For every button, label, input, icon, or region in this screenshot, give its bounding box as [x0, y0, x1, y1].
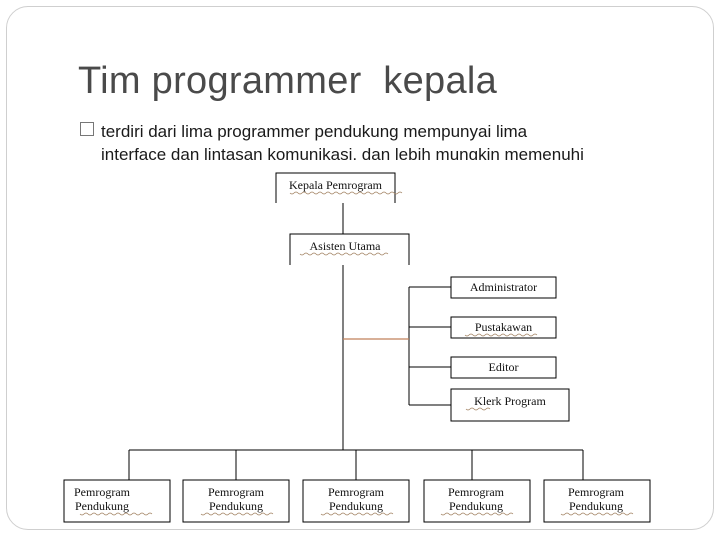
box-asisten-utama-label: Asisten Utama: [310, 239, 382, 253]
bullet-text-line-1: terdiri dari lima programmer pendukung m…: [101, 122, 528, 141]
box-supporter-label-line2: Pendukung: [569, 499, 623, 513]
spellcheck-underline: [465, 407, 491, 411]
spellcheck-underline: [79, 512, 153, 516]
bullet-text: terdiri dari lima programmer pendukung m…: [101, 120, 701, 143]
spellcheck-underline: [299, 252, 389, 256]
box-klerk-program-frame: [450, 388, 570, 422]
box-pustakawan-label: Pustakawan: [475, 320, 532, 334]
box-kepala-pemrogram: Kepala Pemrogram: [275, 172, 403, 203]
spellcheck-underline: [440, 512, 514, 516]
box-supporter-label-line2: Pendukung: [209, 499, 263, 513]
box-kepala-pemrogram-frame: [275, 172, 396, 203]
box-editor-label: Editor: [489, 360, 519, 374]
box-pustakawan: Pustakawan: [450, 316, 557, 339]
spellcheck-underline: [320, 512, 394, 516]
box-editor: Editor: [450, 356, 557, 379]
box-supporter-frame: [543, 479, 651, 523]
spellcheck-underline: [289, 191, 403, 195]
box-supporter-label-line1: Pemrogram: [74, 485, 131, 499]
box-supporter-frame: [423, 479, 531, 523]
box-administrator-label: Administrator: [470, 280, 537, 294]
box-pemrogram-pendukung-4: Pemrogram Pendukung: [423, 479, 531, 523]
box-supporter-label-line2: Pendukung: [75, 499, 129, 513]
box-pemrogram-pendukung-5: Pemrogram Pendukung: [543, 479, 651, 523]
box-asisten-utama-frame: [289, 233, 410, 265]
box-supporter-label-line1: Pemrogram: [208, 485, 265, 499]
box-editor-frame: [450, 356, 557, 379]
org-chart-connectors: [128, 203, 584, 480]
box-administrator-frame: [450, 276, 557, 299]
box-pemrogram-pendukung-1: Pemrogram Pendukung: [63, 479, 171, 523]
spellcheck-underline: [200, 512, 274, 516]
box-supporter-label-line2: Pendukung: [449, 499, 503, 513]
box-klerk-program: Klerk Program: [450, 388, 570, 422]
box-supporter-label-line1: Pemrogram: [568, 485, 625, 499]
box-supporter-label-line2: Pendukung: [329, 499, 383, 513]
slide: [6, 6, 714, 530]
box-pustakawan-frame: [450, 316, 557, 339]
box-supporter-label-line1: Pemrogram: [448, 485, 505, 499]
box-pemrogram-pendukung-2: Pemrogram Pendukung: [182, 479, 290, 523]
box-supporter-label-line1: Pemrogram: [328, 485, 385, 499]
box-klerk-program-label: Klerk Program: [474, 394, 546, 408]
spellcheck-underline: [464, 333, 538, 337]
slide-title: Tim programmer kepala: [78, 60, 498, 102]
box-pemrogram-pendukung-3: Pemrogram Pendukung: [302, 479, 410, 523]
box-asisten-utama: Asisten Utama: [289, 233, 410, 265]
spellcheck-underline: [560, 512, 634, 516]
bullet-text-line-2: interface dan lintasan komunikasi, dan l…: [101, 145, 584, 160]
box-kepala-pemrogram-label: Kepala Pemrogram: [289, 178, 383, 192]
box-administrator: Administrator: [450, 276, 557, 299]
bullet-checkbox-icon: [80, 122, 94, 136]
